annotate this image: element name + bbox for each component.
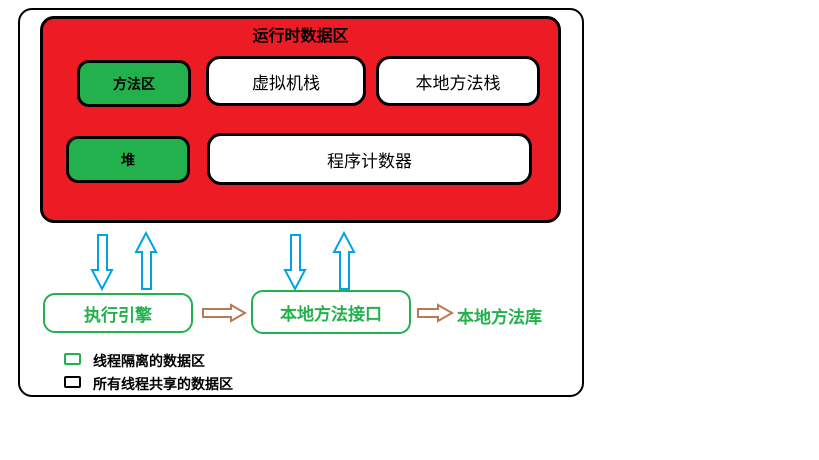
up-arrow-left	[134, 230, 158, 290]
native-interface-box: 本地方法接口	[251, 290, 411, 334]
down-arrow-right	[283, 234, 307, 292]
right-arrow-engine-to-interface	[202, 303, 248, 323]
up-arrow-right	[332, 230, 356, 290]
heap-box: 堆	[66, 136, 190, 183]
native-library-label: 本地方法库	[457, 308, 542, 328]
runtime-data-area	[40, 16, 561, 223]
legend-shared-label: 所有线程共享的数据区	[93, 377, 233, 393]
legend-shared-swatch	[64, 376, 81, 388]
execution-engine-box: 执行引擎	[43, 293, 193, 333]
legend-isolated-swatch	[64, 353, 81, 365]
native-method-stack-box: 本地方法栈	[376, 56, 540, 106]
down-arrow-left	[90, 234, 114, 292]
runtime-data-area-title: 运行时数据区	[252, 26, 349, 45]
legend-isolated-label: 线程隔离的数据区	[93, 354, 205, 370]
right-arrow-interface-to-library	[417, 303, 455, 323]
program-counter-box: 程序计数器	[207, 133, 532, 185]
method-area-box: 方法区	[77, 60, 191, 107]
vm-stack-box: 虚拟机栈	[206, 56, 366, 106]
